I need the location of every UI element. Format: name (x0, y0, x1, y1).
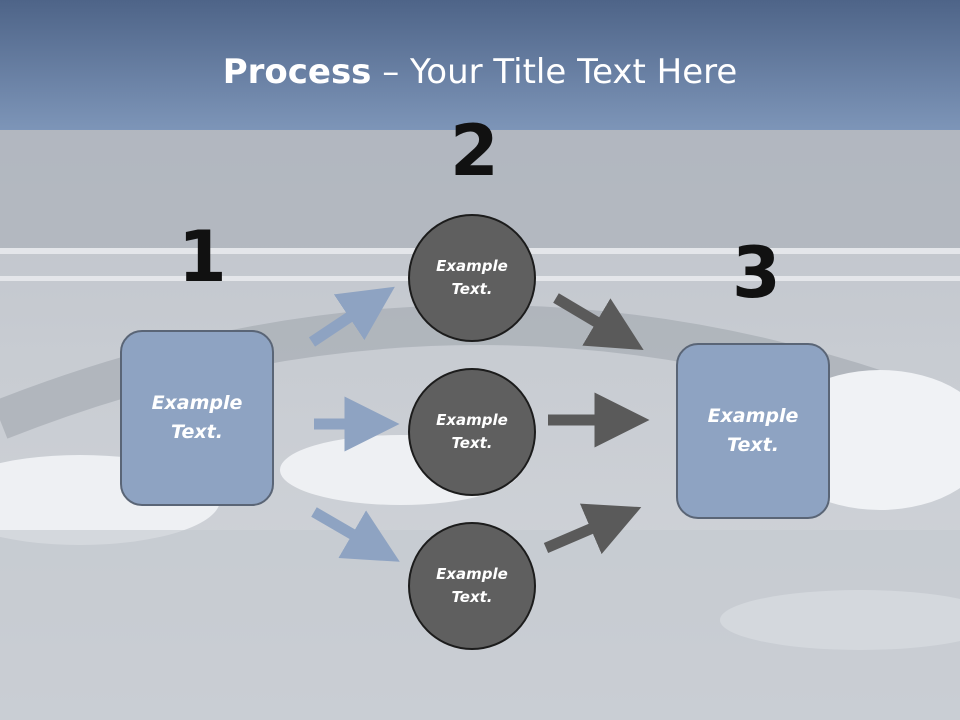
circle-top: Example Text. (408, 214, 536, 342)
arrow-top-to-right (553, 293, 644, 351)
circle-bottom-text: Example Text. (436, 565, 508, 606)
step-number-2: 2 (450, 110, 499, 192)
circle-top-text: Example Text. (436, 257, 508, 298)
arrow-bottom-to-right (543, 503, 642, 555)
step-3-text: Example Text. (707, 405, 799, 456)
slide-title: Process – Your Title Text Here (0, 52, 960, 92)
step-1-box: Example Text. (120, 330, 274, 506)
step-3-box: Example Text. (676, 343, 830, 519)
step-number-1: 1 (178, 216, 227, 298)
title-bold: Process (222, 52, 372, 92)
circle-middle: Example Text. (408, 368, 536, 496)
step-number-3: 3 (732, 232, 781, 314)
title-rest: – Your Title Text Here (371, 52, 738, 92)
arrow-left-to-top (308, 286, 395, 347)
step-1-text: Example Text. (151, 392, 243, 443)
circle-middle-text: Example Text. (436, 411, 508, 452)
arrow-left-to-bottom (311, 507, 400, 562)
circle-bottom: Example Text. (408, 522, 536, 650)
